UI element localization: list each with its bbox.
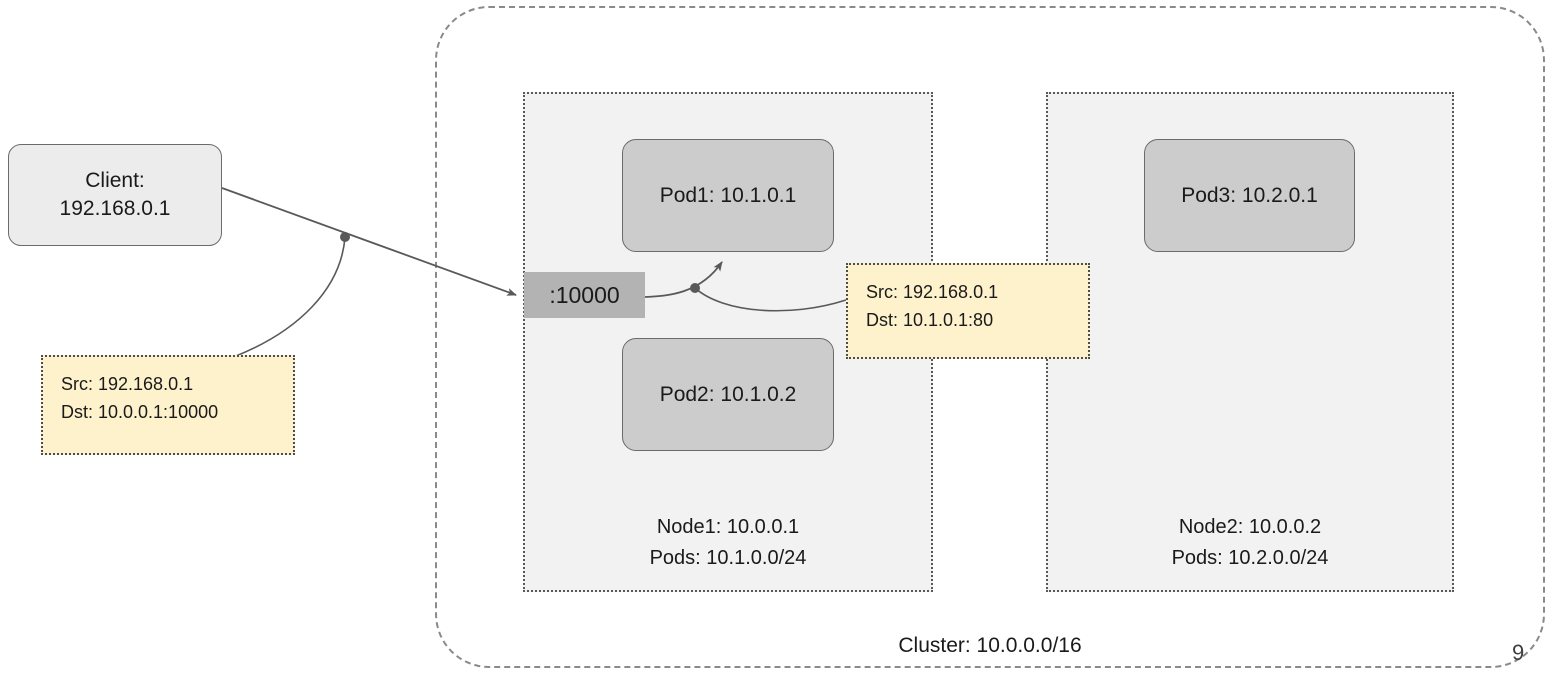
pod-node-pod3: Pod3: 10.2.0.1 [1144,139,1355,252]
node2-name: Node2: 10.0.0.2 [1178,516,1322,538]
pod-node-pod1: Pod1: 10.1.0.1 [622,139,834,252]
packet-note-dnat: Src: 192.168.0.1 Dst: 10.1.0.1:80 [846,263,1090,359]
page-number: 9 [1512,640,1525,665]
service-nodeport-chip: :10000 [524,272,645,318]
note-ingress-dst: Dst: 10.0.0.1:10000 [61,401,219,422]
note-ingress-src: Src: 192.168.0.1 [61,374,194,394]
node1-caption: Node1: 10.0.0.1 Pods: 10.1.0.0/24 [525,512,931,574]
junction-dot-ingress [340,232,350,242]
cluster-boundary [435,6,1545,668]
client-ip: 192.168.0.1 [59,197,171,220]
note-dnat-src: Src: 192.168.0.1 [866,282,999,302]
pod-node-pod2: Pod2: 10.1.0.2 [622,338,834,451]
note-dnat-dst: Dst: 10.1.0.1:80 [866,309,994,330]
client-node: Client: 192.168.0.1 [8,144,222,246]
cluster-label: Cluster: 10.0.0.0/16 [898,634,1082,657]
leader-ingress-note [235,236,346,357]
node1-pods-cidr: Pods: 10.1.0.0/24 [649,547,807,569]
node2-caption: Node2: 10.0.0.2 Pods: 10.2.0.0/24 [1048,512,1452,574]
packet-note-ingress: Src: 192.168.0.1 Dst: 10.0.0.1:10000 [41,355,295,455]
node1-name: Node1: 10.0.0.1 [656,516,800,538]
client-title: Client: [85,168,145,192]
node2-pods-cidr: Pods: 10.2.0.0/24 [1171,547,1329,569]
